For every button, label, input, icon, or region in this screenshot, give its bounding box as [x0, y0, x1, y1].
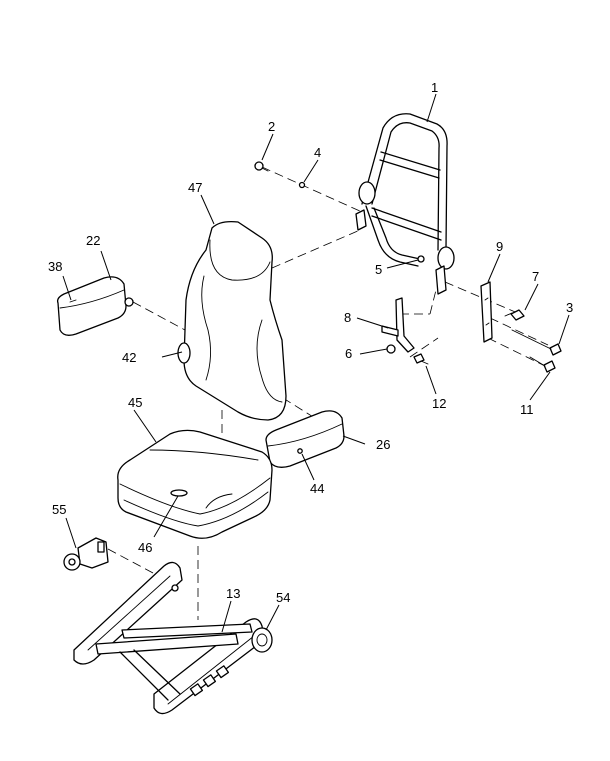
- lever-bracket-part-8: [381, 297, 415, 353]
- callout-6: 6: [345, 346, 352, 361]
- callout-4: 4: [314, 145, 321, 160]
- bracket-part-55: [63, 537, 109, 571]
- callout-54: 54: [276, 590, 290, 605]
- callout-42: 42: [122, 350, 136, 365]
- callout-11: 11: [520, 402, 534, 417]
- callout-47: 47: [188, 180, 202, 195]
- side-plate-part-9: [480, 281, 493, 343]
- callout-12: 12: [432, 396, 446, 411]
- callout-55: 55: [52, 502, 66, 517]
- armrest-left-part-22: [56, 276, 134, 336]
- seat-back-part-47: [177, 220, 287, 421]
- callout-22: 22: [86, 233, 100, 248]
- callout-2: 2: [268, 119, 275, 134]
- headrest-frame-part-1: [355, 113, 455, 295]
- callout-3: 3: [566, 300, 573, 315]
- callout-9: 9: [496, 239, 503, 254]
- callout-38: 38: [48, 259, 62, 274]
- seat-cushion-part-45: [117, 429, 273, 539]
- callout-45: 45: [128, 395, 142, 410]
- knob-part-54: [251, 627, 273, 653]
- callout-5: 5: [375, 262, 382, 277]
- seat-frame-part-13: [73, 561, 265, 715]
- armrest-right-part-26: [265, 410, 345, 468]
- callout-labels: 1 2 3 4 5 6 7 8 9 11 12 13 22 26 38 42 4…: [48, 80, 573, 605]
- callout-1: 1: [431, 80, 438, 95]
- callout-44: 44: [310, 481, 324, 496]
- hardware-screws: [254, 161, 562, 373]
- callout-leaders: [62, 93, 570, 633]
- callout-13: 13: [226, 586, 240, 601]
- callout-8: 8: [344, 310, 351, 325]
- callout-46: 46: [138, 540, 152, 555]
- callout-7: 7: [532, 269, 539, 284]
- assembly-lines: [107, 166, 549, 620]
- callout-26: 26: [376, 437, 390, 452]
